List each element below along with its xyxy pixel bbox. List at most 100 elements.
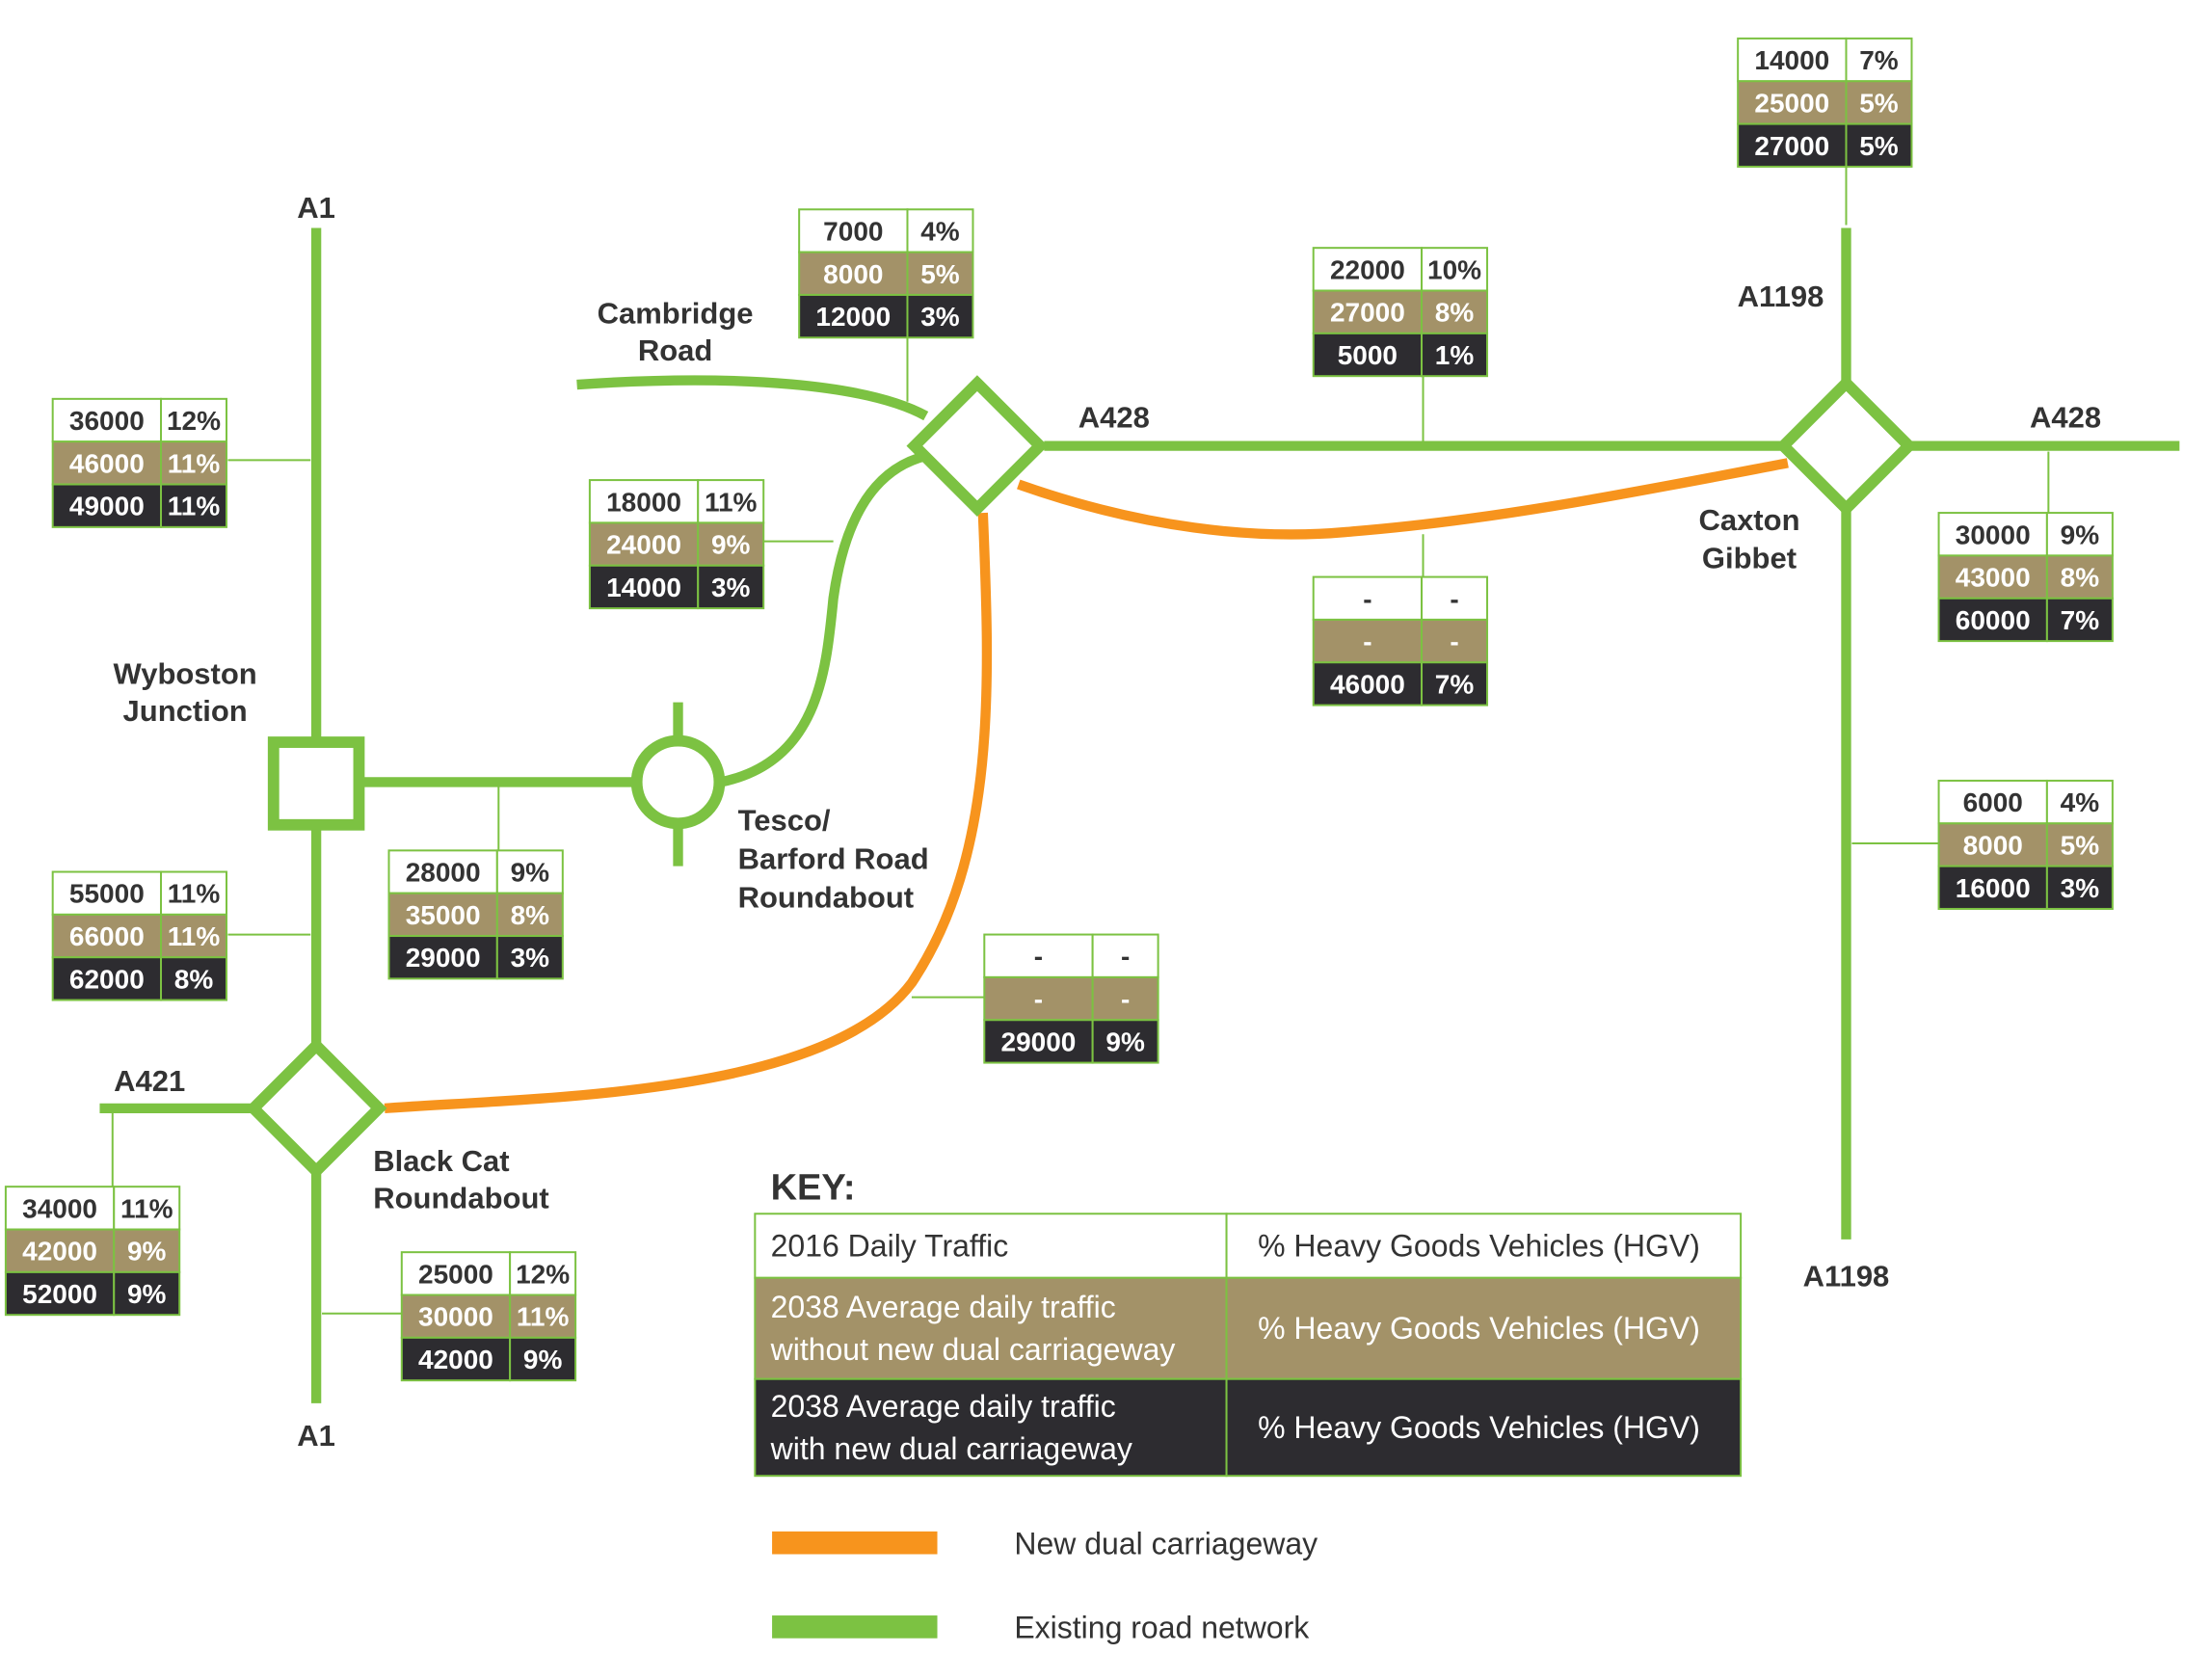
count-box-cell-volume <box>51 956 163 1001</box>
count-box-cell-volume <box>51 913 163 959</box>
count-box-cell-hgv <box>1091 933 1159 978</box>
count-box-cell-hgv <box>2045 822 2114 867</box>
label-a1-north: A1 <box>297 191 335 225</box>
count-box-cell-volume <box>588 564 700 610</box>
count-box-hgv-percent: - <box>1121 984 1130 1014</box>
count-box-hgv-percent: 9% <box>1105 1027 1145 1056</box>
count-box-hgv-percent: 11% <box>168 921 221 951</box>
count-box-hgv-percent: 8% <box>2061 563 2100 593</box>
count-box-cell-volume <box>51 483 163 528</box>
count-box-volume: 22000 <box>1330 254 1405 284</box>
label-wyboston-junction-line-2: Junction <box>123 694 248 728</box>
count-box-volume: 62000 <box>69 964 145 994</box>
label-tesco-roundabout-line-2: Barford Road <box>738 842 929 876</box>
leader-lines <box>111 163 2050 1315</box>
label-wyboston-junction-line-1: Wyboston <box>114 656 257 690</box>
junctions <box>245 375 1917 1180</box>
count-box-cell-hgv <box>1421 247 1489 292</box>
count-box-cell-hgv <box>697 479 765 524</box>
key-row-hgv-label: % Heavy Goods Vehicles (HGV) <box>1258 1410 1700 1445</box>
label-caxton-gibbet-line-2: Gibbet <box>1702 542 1797 575</box>
count-box-cell-hgv <box>1091 1019 1159 1064</box>
count-box-cell-volume <box>1312 289 1424 334</box>
legend-item-existing: Existing road network <box>772 1611 1310 1645</box>
count-box-hgv-percent: 4% <box>2061 787 2100 817</box>
label-a1198-north: A1198 <box>1738 280 1824 313</box>
count-box-hgv-percent: 9% <box>711 530 751 560</box>
road-tesco-link <box>719 450 928 787</box>
count-box-volume: 16000 <box>1956 873 2031 903</box>
key-row-label: 2038 Average daily traffic <box>771 1290 1116 1324</box>
count-box-cell-hgv <box>2045 865 2114 910</box>
count-box-volume: 24000 <box>606 530 681 560</box>
count-box-volume: - <box>1363 584 1371 614</box>
count-box-cell-volume <box>51 397 163 443</box>
count-box-cell-volume <box>387 935 498 980</box>
count-box-volume: 12000 <box>815 302 891 332</box>
count-box-hgv-percent: 11% <box>120 1193 173 1223</box>
count-box-cell-hgv <box>160 956 228 1001</box>
count-box-cell-hgv <box>1421 289 1489 334</box>
count-box-volume: 49000 <box>69 492 145 521</box>
key-title: KEY: <box>771 1167 856 1208</box>
count-box-hgv-percent: 12% <box>516 1259 570 1289</box>
key-row-label: without new dual carriageway <box>770 1332 1176 1367</box>
key-cell-left <box>754 1377 1228 1478</box>
count-box-cell-volume <box>1312 247 1424 292</box>
label-cambridge-road-line-2: Road <box>638 333 713 367</box>
key-row-label: 2038 Average daily traffic <box>771 1389 1116 1424</box>
count-box-hgv-percent: - <box>1121 942 1130 972</box>
legend-swatch-existing <box>772 1615 938 1639</box>
count-box-hgv-percent: - <box>1450 584 1458 614</box>
count-box-cell-hgv <box>906 251 974 296</box>
count-box-hgv-percent: 5% <box>1859 131 1899 161</box>
count-box-cell-volume <box>400 1251 512 1296</box>
count-box-volume: - <box>1363 627 1371 656</box>
count-box-cell-hgv <box>160 483 228 528</box>
count-box-volume: 35000 <box>406 900 481 930</box>
count-box-volume: 29000 <box>1001 1027 1077 1056</box>
count-box-cell-volume <box>1312 661 1424 707</box>
count-box-cell-hgv <box>1845 122 1913 168</box>
count-box-volume: 29000 <box>406 943 481 973</box>
count-box-hgv-percent: 8% <box>511 900 550 930</box>
count-box-hgv-percent: 5% <box>2061 830 2100 860</box>
count-box-hgv-percent: 4% <box>920 216 960 246</box>
count-box-volume: 25000 <box>418 1259 493 1289</box>
count-box-volume: 8000 <box>823 259 883 289</box>
count-box-cell-volume <box>798 208 909 253</box>
count-box-cell-hgv <box>509 1251 577 1296</box>
count-box-cell-volume <box>1937 554 2048 600</box>
count-box-volume: 55000 <box>69 879 145 909</box>
count-box-volume: 30000 <box>1956 520 2031 549</box>
count-box-cell-volume <box>1737 37 1848 83</box>
count-box-cell-hgv <box>1421 618 1489 664</box>
count-box-hgv-percent: 9% <box>127 1279 167 1309</box>
count-box-hgv-percent: 8% <box>1435 298 1475 328</box>
junction-a428-cambridge <box>906 375 1049 518</box>
legend-swatch-new <box>772 1531 938 1555</box>
count-box-cell-hgv <box>1421 332 1489 378</box>
count-box-cell-volume <box>983 975 1094 1022</box>
count-box-cell-hgv <box>509 1336 577 1382</box>
count-box-volume: 46000 <box>1330 669 1405 699</box>
junction-caxton-gibbet <box>1775 375 1917 518</box>
count-box-hgv-percent: 7% <box>2061 605 2100 635</box>
label-a421: A421 <box>114 1064 185 1098</box>
junction-wyboston <box>267 736 365 831</box>
count-box-volume: 42000 <box>418 1345 493 1374</box>
count-box-hgv-percent: 11% <box>168 492 221 521</box>
count-box-cell-hgv <box>697 521 765 567</box>
count-box-cell-hgv <box>906 293 974 339</box>
count-box-hgv-percent: 3% <box>2061 873 2100 903</box>
label-a428-mid: A428 <box>1078 400 1150 434</box>
count-box-volume: 60000 <box>1956 605 2031 635</box>
count-box-cell-hgv <box>160 397 228 443</box>
count-box-volume: 27000 <box>1330 298 1405 328</box>
